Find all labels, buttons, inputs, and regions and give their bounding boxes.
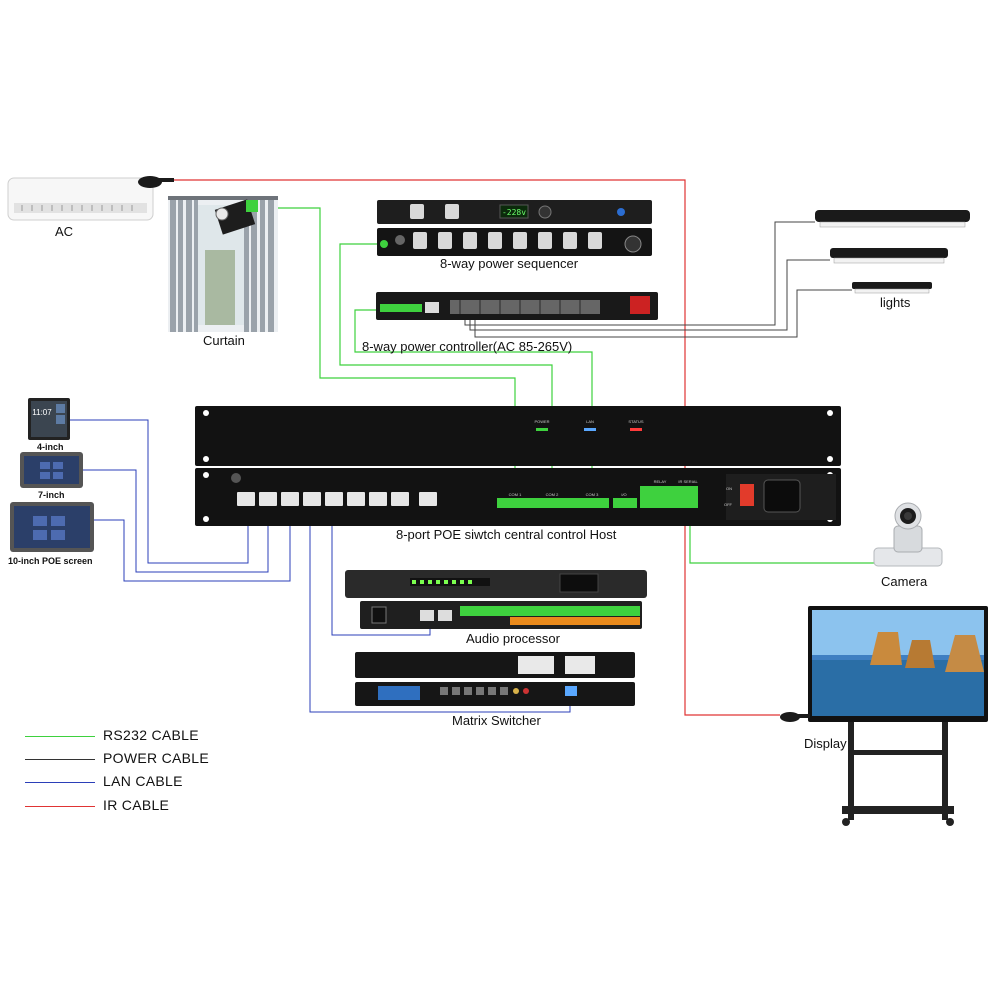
- legend-label-ir: IR CABLE: [103, 797, 170, 813]
- central-host-top-unit: [195, 406, 841, 466]
- label-curtain: Curtain: [203, 333, 245, 348]
- ac-unit: [7, 177, 154, 221]
- legend-item-lan: LAN CABLE: [25, 773, 265, 793]
- label-tablet-10inch: 10-inch POE screen: [8, 556, 93, 566]
- host-ir-serial-label: IR SERIAL: [678, 479, 698, 484]
- legend-item-ir: IR CABLE: [25, 797, 265, 817]
- host-power-indicator-label: POWER: [534, 419, 549, 424]
- host-io-label: I/O: [621, 492, 626, 497]
- label-tablet-4inch: 4-inch: [37, 442, 64, 452]
- legend-swatch-rs232: [25, 736, 95, 737]
- legend-item-power: POWER CABLE: [25, 750, 265, 770]
- label-lights: lights: [880, 295, 911, 310]
- host-relay-label: RELAY: [654, 479, 667, 484]
- label-power-sequencer: 8-way power sequencer: [440, 256, 579, 271]
- ptz-camera: [873, 502, 943, 567]
- host-com1-label: COM 1: [509, 492, 522, 497]
- display-on-stand: [808, 606, 988, 826]
- power-cable-routes: [464, 221, 852, 338]
- matrix-switcher: [355, 652, 635, 706]
- legend-swatch-power: [25, 759, 95, 760]
- host-terminal-blocks: [497, 486, 698, 508]
- rs232-cable-controller: [354, 309, 593, 492]
- label-tablet-7inch: 7-inch: [38, 490, 65, 500]
- label-audio-processor: Audio processor: [466, 631, 560, 646]
- label-ac: AC: [55, 224, 74, 239]
- host-switch-off-label: OFF: [724, 502, 733, 507]
- label-display: Display: [804, 736, 847, 751]
- label-camera: Camera: [881, 574, 928, 589]
- rs232-cable-camera: [689, 520, 880, 564]
- curtain-image: [168, 196, 278, 332]
- tablet-4inch-time: 11:07: [32, 408, 52, 417]
- lan-cable-7inch: [82, 469, 269, 573]
- label-matrix-switcher: Matrix Switcher: [452, 713, 541, 728]
- label-power-controller: 8-way power controller(AC 85-265V): [362, 339, 573, 354]
- host-status-indicator-label: STATUS: [628, 419, 644, 424]
- audio-processor: [345, 570, 647, 629]
- power-cable-light-1: [464, 221, 815, 326]
- host-lan-indicator-label: LAN: [586, 419, 594, 424]
- host-switch-on-label: ON: [726, 486, 732, 491]
- ir-emitter-display: [780, 712, 810, 722]
- lan-cable-10inch: [94, 510, 291, 582]
- legend-item-rs232: RS232 CABLE: [25, 727, 265, 747]
- legend-swatch-lan: [25, 782, 95, 783]
- tablet-7inch: [20, 452, 83, 488]
- label-central-host: 8-port POE siwtch central control Host: [396, 527, 617, 542]
- host-lan-ports: [237, 492, 437, 506]
- lan-cable-4inch: [68, 419, 249, 564]
- power-controller: [376, 292, 658, 320]
- legend-label-power: POWER CABLE: [103, 750, 209, 766]
- central-host-bottom-unit: [195, 468, 841, 526]
- host-com3-label: COM 3: [586, 492, 599, 497]
- power-cable-light-3: [474, 289, 852, 338]
- power-cable-light-2: [469, 259, 830, 331]
- sequencer-display-text: -228v: [502, 208, 526, 217]
- legend-swatch-ir: [25, 806, 95, 807]
- curtain-motor: [214, 199, 258, 235]
- power-sequencer: [377, 200, 652, 256]
- legend-label-lan: LAN CABLE: [103, 773, 183, 789]
- tablet-4inch: [28, 398, 70, 440]
- legend-label-rs232: RS232 CABLE: [103, 727, 199, 743]
- ir-emitter-ac: [138, 176, 174, 188]
- light-fixtures: [815, 210, 970, 294]
- tablet-10inch: [10, 502, 94, 552]
- host-com2-label: COM 2: [546, 492, 559, 497]
